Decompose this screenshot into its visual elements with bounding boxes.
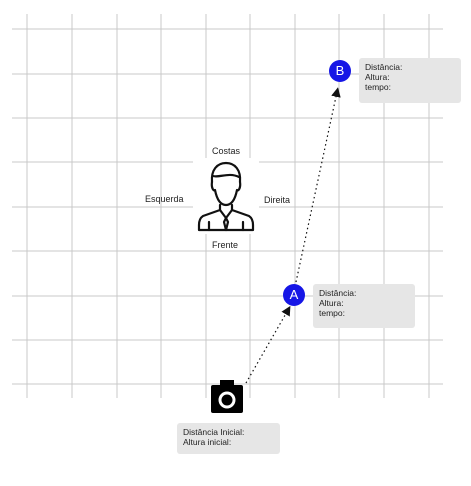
label-front: Frente xyxy=(212,240,239,250)
point-a-info-line: Distância: xyxy=(319,288,357,298)
person-figure xyxy=(193,158,259,234)
point-b-info-box: Distância: Altura: tempo: xyxy=(359,58,461,103)
camera-info-line: Distância Inicial: xyxy=(183,427,245,437)
camera-info-box: Distância Inicial: Altura inicial: xyxy=(177,423,280,454)
point-a-marker[interactable]: A xyxy=(283,284,305,306)
label-back: Costas xyxy=(212,146,241,156)
label-right: Direita xyxy=(264,195,291,205)
label-left: Esquerda xyxy=(145,194,184,204)
path-a-to-b xyxy=(295,87,341,283)
point-b-info-line: Distância: xyxy=(365,62,403,72)
point-a-info-box: Distância: Altura: tempo: xyxy=(313,284,415,328)
point-a-info-line: tempo: xyxy=(319,308,345,318)
camera-info-line: Altura inicial: xyxy=(183,437,232,447)
point-b-info-line: Altura: xyxy=(365,72,390,82)
person-icon xyxy=(197,161,255,232)
path-camera-to-a xyxy=(245,305,291,384)
point-a-info-line: Altura: xyxy=(319,298,344,308)
point-a-label: A xyxy=(289,287,299,302)
point-b-info-line: tempo: xyxy=(365,82,391,92)
point-b-label: B xyxy=(335,63,345,78)
camera-icon xyxy=(211,380,243,413)
point-b-marker[interactable]: B xyxy=(329,60,351,82)
